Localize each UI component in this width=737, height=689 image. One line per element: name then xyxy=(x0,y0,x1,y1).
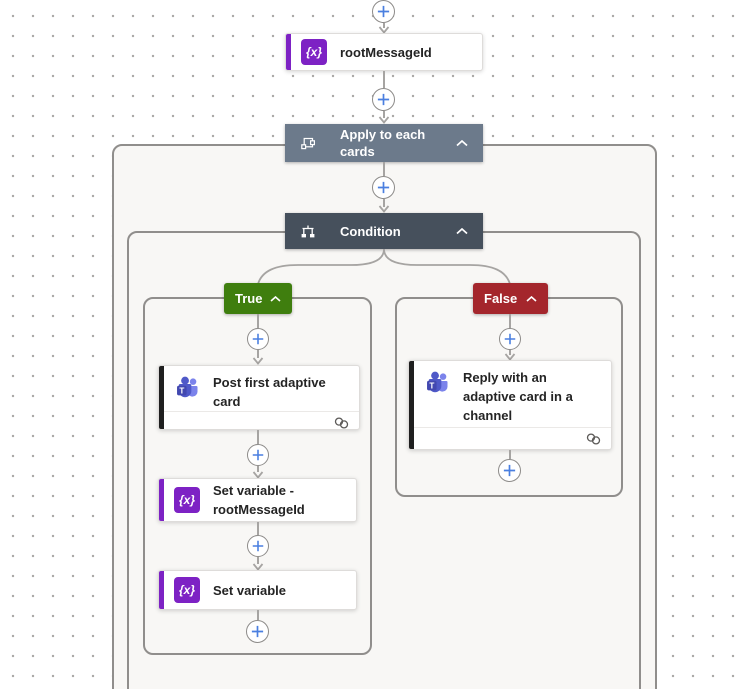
action-card-set-variable-rootmessageid[interactable]: {x} Set variable - rootMessageId xyxy=(158,478,357,522)
connection-icon[interactable] xyxy=(333,416,350,430)
arrow-down-icon xyxy=(504,353,516,361)
connector-line xyxy=(509,450,511,459)
action-card-set-variable[interactable]: {x} Set variable xyxy=(158,570,357,610)
arrow-down-icon xyxy=(378,26,390,34)
arrow-down-icon xyxy=(378,116,390,124)
action-card-root-variable[interactable]: {x} rootMessageId xyxy=(285,33,483,71)
connector-line xyxy=(257,314,259,328)
connector-line xyxy=(383,71,385,88)
plus-icon xyxy=(504,333,516,345)
plus-icon xyxy=(252,540,264,552)
insert-step-button[interactable] xyxy=(247,535,269,557)
arrow-down-icon xyxy=(378,205,390,213)
card-accent-bar xyxy=(286,34,291,70)
plus-icon xyxy=(252,333,264,345)
action-label: Post first adaptive card xyxy=(213,375,326,409)
arrow-down-icon xyxy=(252,563,264,571)
connector-line xyxy=(257,430,259,444)
insert-step-button[interactable] xyxy=(372,0,395,23)
card-accent-bar xyxy=(409,361,414,449)
connector-line xyxy=(383,23,385,28)
variable-icon: {x} xyxy=(174,577,200,603)
plus-icon xyxy=(377,181,390,194)
loop-icon xyxy=(301,137,316,150)
collapse-chevron-icon[interactable] xyxy=(270,295,281,302)
scope-title: Condition xyxy=(340,223,401,239)
insert-step-button[interactable] xyxy=(246,620,269,643)
card-accent-bar xyxy=(159,366,164,429)
plus-icon xyxy=(503,464,516,477)
collapse-chevron-icon[interactable] xyxy=(456,227,468,235)
condition-icon xyxy=(301,225,315,237)
connector-line xyxy=(509,350,511,355)
connector-line xyxy=(383,111,385,118)
arrow-down-icon xyxy=(252,471,264,479)
plus-icon xyxy=(251,625,264,638)
plus-icon xyxy=(252,449,264,461)
connector-line xyxy=(383,199,385,207)
action-card-reply-with-adaptive-card[interactable]: T Reply with an adaptive card in a chann… xyxy=(408,360,612,450)
connector-line xyxy=(257,610,259,620)
collapse-chevron-icon[interactable] xyxy=(526,295,537,302)
apply-to-each-scope-header[interactable]: Apply to each cards xyxy=(285,124,483,162)
branch-connector-fork xyxy=(257,249,511,284)
collapse-chevron-icon[interactable] xyxy=(456,139,468,147)
teams-icon: T xyxy=(427,371,448,393)
variable-icon: {x} xyxy=(174,487,200,513)
plus-icon xyxy=(377,93,390,106)
action-label: Set variable xyxy=(213,582,286,598)
action-label: Reply with an adaptive card in a channel xyxy=(463,370,573,423)
plus-icon xyxy=(377,5,390,18)
action-label: Set variable - rootMessageId xyxy=(213,483,305,517)
scope-title: Apply to each cards xyxy=(340,127,426,159)
svg-text:T: T xyxy=(179,386,184,395)
insert-step-button[interactable] xyxy=(372,88,395,111)
variable-icon: {x} xyxy=(301,39,327,65)
connector-line xyxy=(257,557,259,564)
branch-label: False xyxy=(484,291,518,306)
false-branch-badge[interactable]: False xyxy=(473,283,548,314)
condition-scope-header[interactable]: Condition xyxy=(285,213,483,249)
arrow-down-icon xyxy=(252,357,264,365)
insert-step-button[interactable] xyxy=(372,176,395,199)
teams-icon: T xyxy=(177,376,198,398)
svg-text:T: T xyxy=(429,381,434,390)
card-accent-bar xyxy=(159,479,164,521)
connector-line xyxy=(383,162,385,176)
insert-step-button[interactable] xyxy=(247,328,269,350)
branch-label: True xyxy=(235,291,263,306)
action-label: rootMessageId xyxy=(340,44,432,60)
connector-line xyxy=(257,522,259,535)
action-card-post-first-adaptive-card[interactable]: T Post first adaptive card xyxy=(158,365,360,430)
connector-line xyxy=(257,350,259,358)
insert-step-button[interactable] xyxy=(498,459,521,482)
connector-line xyxy=(509,314,511,328)
connection-icon[interactable] xyxy=(585,432,602,446)
insert-step-button[interactable] xyxy=(247,444,269,466)
true-branch-badge[interactable]: True xyxy=(224,283,292,314)
connector-line xyxy=(257,466,259,472)
insert-step-button[interactable] xyxy=(499,328,521,350)
card-accent-bar xyxy=(159,571,164,609)
